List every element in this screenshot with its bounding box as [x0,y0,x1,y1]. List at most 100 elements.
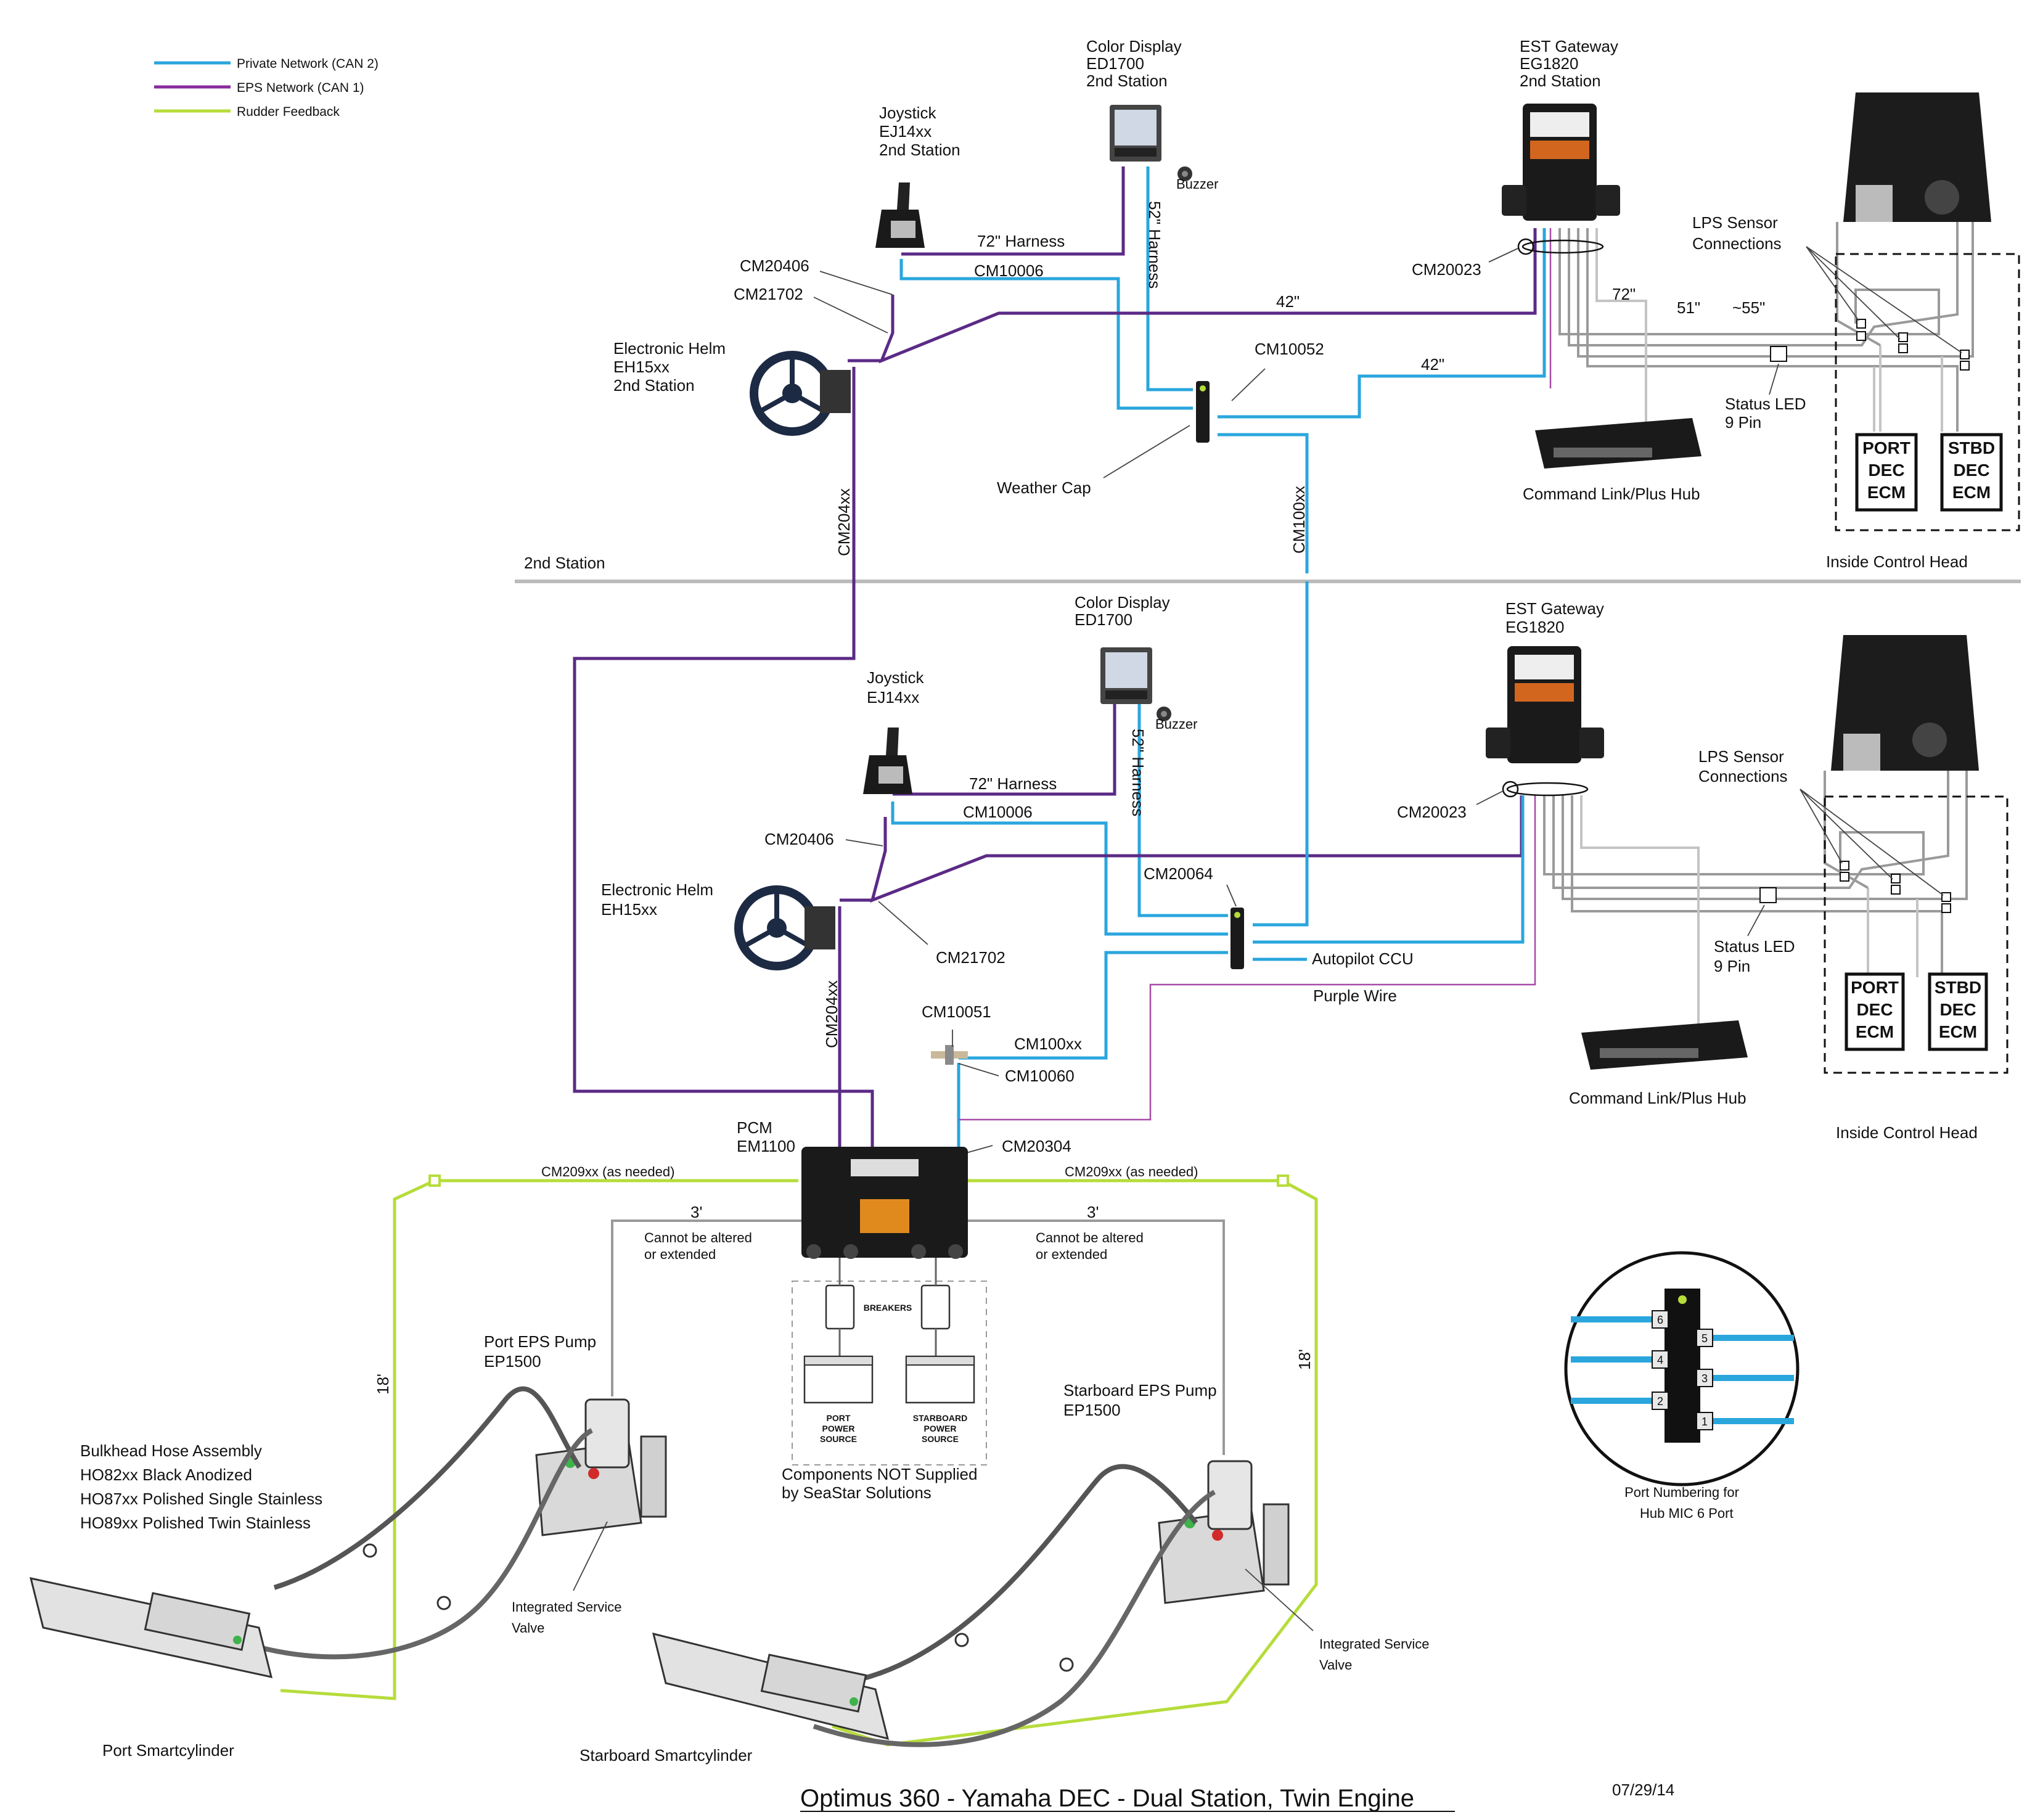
upper-stbd-ecm-1: STBD [1948,438,1995,457]
lower-cm20406-leader [845,839,883,846]
hub-port-2: 2 [1657,1395,1663,1408]
pcm-label-2: EM1100 [737,1137,795,1155]
upper-cm20023-leader [1488,248,1518,263]
lower-gray-2 [1552,764,1949,889]
legend-rudder-label: Rudder Feedback [237,105,340,119]
lower-cm21702-leader [878,901,928,945]
upper-lps-label-1: LPS Sensor [1692,213,1778,232]
lower-hub-line [1580,795,1700,1036]
upper-weather-cap-connector [1196,381,1210,443]
hub-caption-2: Hub MIC 6 Port [1640,1506,1734,1521]
upper-cm204xx-label: CM204xx [835,488,853,556]
lower-gateway-label-1: EST Gateway [1505,599,1604,618]
upper-harness-72 [901,166,1125,256]
upper-cm20023-ring [1517,238,1534,255]
port-pump-label-2: EP1500 [484,1352,541,1371]
lower-cm21702-label: CM21702 [936,948,1005,967]
stbd-hoses [813,1464,1216,1747]
stbd-power-2: POWER [924,1424,957,1433]
lower-display-label-1: Color Display [1075,593,1170,612]
stbd-valve-leader [1245,1568,1314,1631]
upper-stbd-ecm-3: ECM [1952,483,1991,502]
port-hoses [233,1386,593,1660]
upper-display-label-2: ED1700 [1086,54,1144,73]
upper-cm10006 [899,259,1193,410]
upper-gray-lps-a [1854,289,1940,335]
lower-helm-icon [734,885,835,970]
upper-inside-box [1835,253,2020,531]
stbd-cyl-label: Starboard Smartcylinder [579,1746,753,1765]
port-cylinder-icon [29,1577,273,1678]
upper-buzzer-icon [1177,166,1192,181]
port-breaker-icon [825,1258,855,1356]
hub-port-diagram: 6 5 4 3 2 1 [1564,1251,1800,1486]
upper-hub-label: Command Link/Plus Hub [1523,485,1700,503]
stbd-pump-icon [1158,1460,1290,1604]
upper-cm100xx [1218,433,1309,573]
upper-status-led-label-1: Status LED [1725,395,1806,413]
upper-42-purple [878,228,1537,364]
lower-buzzer-icon [1157,707,1171,721]
upper-helm-icon [750,351,851,436]
upper-helm-label-2: EH15xx [613,358,670,376]
port-battery-icon [803,1355,874,1404]
stbd-power-1: STARBOARD [913,1413,967,1423]
port-power-2: POWER [822,1424,855,1433]
upper-joystick-label-2: EJ14xx [879,122,932,141]
lower-harness-72 [893,697,1116,796]
pcm-cm209-left-label: CM209xx (as needed) [541,1164,674,1179]
hose-label-4: HO89xx Polished Twin Stainless [80,1514,311,1532]
lower-lps-leader-1 [1800,789,1843,864]
upper-cm100xx-label: CM100xx [1290,486,1308,554]
upper-cm10052-leader [1231,368,1266,401]
lower-purple-wire-label: Purple Wire [1313,986,1397,1005]
upper-gateway-label-1: EST Gateway [1520,37,1618,55]
upper-port-ecm: PORT DEC ECM [1855,433,1918,512]
lower-lps-leader-2 [1800,789,1893,880]
port-power-3: SOURCE [820,1434,857,1444]
upper-display-label-1: Color Display [1086,37,1182,55]
lower-cm10060-label: CM10060 [1005,1067,1075,1085]
hose-label-3: HO87xx Polished Single Stainless [80,1490,322,1508]
port-pump-label-1: Port EPS Pump [484,1332,596,1351]
lower-color-display [1100,647,1152,704]
lower-hub-label: Command Link/Plus Hub [1569,1089,1746,1107]
lower-wiring [573,580,1968,1153]
upper-cm10006-label: CM10006 [974,261,1044,280]
lower-harness-52 [1137,697,1228,917]
stbd-cylinder-icon [652,1632,890,1740]
lower-joystick-label-1: Joystick [867,668,924,687]
upper-weather-cap-leader [1103,425,1190,478]
upper-gateway-icon [1502,104,1620,221]
upper-gray-1 [1558,228,1923,335]
upper-helm-label-1: Electronic Helm [613,339,726,358]
upper-helm-label-3: 2nd Station [613,376,695,395]
lower-cm20023-ring [1502,781,1519,798]
upper-wiring [848,166,1974,580]
lower-joystick-label-2: EJ14xx [867,688,919,707]
pcm-3-right-label: 3' [1087,1203,1099,1221]
upper-hub-line [1595,228,1647,438]
lower-cm20064-leader [1226,884,1237,907]
upper-cm21702-leader [813,297,888,334]
upper-42-blue [1218,228,1546,419]
lower-cm204xx-label: CM204xx [822,980,841,1048]
lower-control-head-icon [1831,635,1979,771]
pcm-cannot-right-1: Cannot be altered [1036,1230,1144,1245]
hose-label-2: HO82xx Black Anodized [80,1465,252,1484]
not-supplied-label-2: by SeaStar Solutions [782,1483,932,1502]
lower-stbd-ecm: STBD DEC ECM [1928,972,1988,1051]
stbd-pump-label-2: EP1500 [1063,1401,1121,1419]
hub-port-4: 4 [1657,1354,1663,1366]
stbd-battery-icon [905,1355,975,1404]
lower-buzzer-label: Buzzer [1155,716,1197,732]
lower-stbd-ecm-2: DEC [1939,1000,1976,1019]
lower-status-led-label-1: Status LED [1714,937,1795,956]
upper-cm10052-label: CM10052 [1255,340,1324,358]
upper-inside-label: Inside Control Head [1826,552,1968,571]
legend-eps-label: EPS Network (CAN 1) [237,81,364,95]
lower-port-ecm: PORT DEC ECM [1845,972,1905,1051]
lower-cm10060-leader [958,1063,999,1076]
breakers-label: BREAKERS [864,1303,912,1313]
